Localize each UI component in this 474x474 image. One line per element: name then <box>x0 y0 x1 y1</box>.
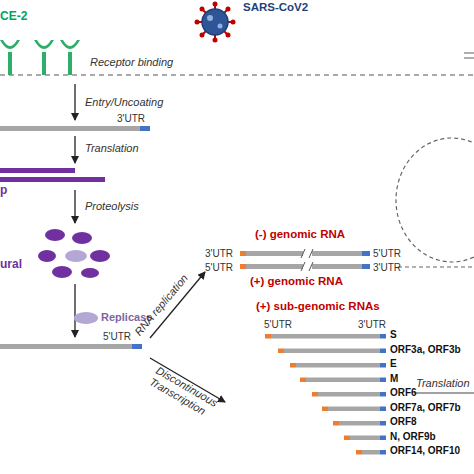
orf-label: E <box>390 357 397 370</box>
rna-segment <box>271 334 380 339</box>
utr-label: 5'UTR <box>373 247 401 260</box>
rna-title: (+) sub-genomic RNAs <box>256 300 380 313</box>
utr-label: 3'UTR <box>205 247 233 260</box>
protein-label: p <box>0 184 7 197</box>
rna-segment <box>380 407 386 412</box>
genome-bar <box>0 344 142 349</box>
orf-label: ORF8 <box>390 415 417 428</box>
orf-label: ORF7a, ORF7b <box>390 401 461 414</box>
edge-mark <box>464 53 474 58</box>
rna-segment <box>350 436 380 441</box>
protein-label: ural <box>0 258 22 271</box>
rna-segment <box>333 421 339 426</box>
step-label: RNA replication <box>132 272 191 339</box>
orf-label: ORF6 <box>390 386 417 399</box>
step-label: Entry/Uncoating <box>85 96 163 109</box>
rna-segment <box>328 407 380 412</box>
flow-arrows <box>75 84 225 402</box>
subgenomic-bars <box>265 334 386 455</box>
orf-label: ORF3a, ORF3b <box>390 343 461 356</box>
rna-segment <box>380 450 386 455</box>
receptor-name: CE-2 <box>0 10 27 23</box>
genome-bar <box>0 126 150 131</box>
orf-label: M <box>390 372 398 385</box>
virus-name: SARS-CoV2 <box>243 1 308 14</box>
rna-segment <box>380 436 386 441</box>
utr-label: 3'UTR <box>358 318 386 331</box>
orf-label: S <box>390 328 397 341</box>
step-label: Translation <box>85 142 139 155</box>
rna-segment <box>300 378 306 383</box>
leader-line <box>414 392 474 393</box>
rna-title: (-) genomic RNA <box>255 228 345 241</box>
genomic-strands <box>240 248 370 272</box>
rna-segment <box>380 421 386 426</box>
virus-icon <box>195 2 236 43</box>
rna-segment <box>362 450 380 455</box>
rna-segment <box>380 349 386 354</box>
utr-label: 5'UTR <box>103 330 131 343</box>
leader-line <box>398 266 474 267</box>
rna-segment <box>312 392 318 397</box>
rna-segment <box>265 334 271 339</box>
orf-label: N, ORF9b <box>390 430 436 443</box>
orf-label: ORF14, ORF10 <box>390 444 460 457</box>
assembly-outline <box>396 138 474 262</box>
step-label: Receptor binding <box>90 56 173 69</box>
rna-segment <box>380 392 386 397</box>
rna-segment <box>380 363 386 368</box>
rna-segment <box>278 349 284 354</box>
rna-segment <box>356 450 362 455</box>
utr-label: 3'UTR <box>373 261 401 274</box>
replicase-symbol <box>74 312 98 324</box>
step-label: Proteolysis <box>85 200 139 213</box>
utr-label: 5'UTR <box>264 318 292 331</box>
rna-segment <box>322 407 328 412</box>
rna-title: (+) genomic RNA <box>250 275 343 288</box>
step-label: Discontinuous Transcription <box>147 364 229 427</box>
utr-label: 3'UTR <box>117 112 145 125</box>
rna-segment <box>380 334 386 339</box>
rna-segment <box>290 363 296 368</box>
step-label: Translation <box>416 377 470 390</box>
protein-cluster <box>38 229 110 278</box>
utr-label: 5'UTR <box>205 261 233 274</box>
rna-segment <box>284 349 380 354</box>
rna-segment <box>380 378 386 383</box>
rna-segment <box>344 436 350 441</box>
rna-segment <box>306 378 380 383</box>
rna-segment <box>296 363 380 368</box>
rna-segment <box>339 421 380 426</box>
polyprotein-bars <box>0 168 105 182</box>
ace2-receptors <box>0 40 80 75</box>
rna-segment <box>318 392 380 397</box>
